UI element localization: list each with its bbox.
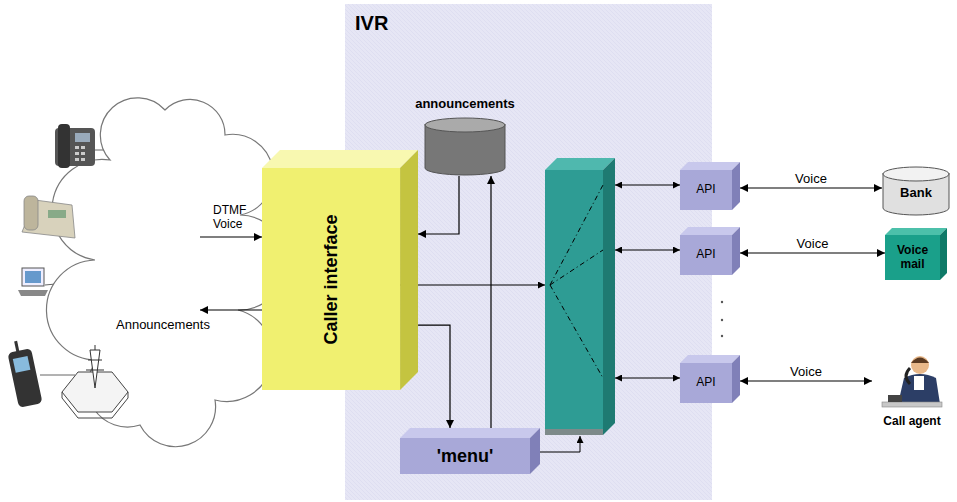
connector: [740, 187, 882, 188]
signal-label: DTMF Voice: [213, 203, 257, 232]
connector: [740, 380, 872, 381]
node-text: API: [696, 376, 715, 390]
node-text: announcements: [415, 96, 515, 111]
mobile-phone-icon: [7, 341, 42, 408]
connector: [490, 176, 491, 428]
announcement-store: announcements: [403, 96, 527, 176]
api-box: API: [680, 162, 740, 210]
bank-store: Bank: [882, 166, 950, 216]
voice-mail-box: Voice mail: [885, 228, 947, 280]
connector: [418, 176, 459, 234]
connector: [418, 325, 450, 428]
switch-bar: [545, 158, 615, 435]
base-station-icon: [62, 345, 128, 418]
cylinder-shape: [424, 117, 506, 176]
node-text: Voice mail: [893, 244, 933, 272]
connector: [740, 252, 885, 253]
node-text: 'menu': [437, 446, 494, 467]
node-text: API: [696, 248, 715, 262]
access-arrows: [200, 237, 262, 310]
api-box: API: [680, 227, 740, 275]
flow-label: Announcements: [116, 317, 210, 332]
edge-label: Voice: [795, 171, 827, 186]
edge-label: Voice: [790, 364, 822, 379]
edge-label: Voice: [797, 236, 829, 251]
caller-interface-box: Caller interface: [262, 150, 418, 390]
node-text: Bank: [900, 186, 932, 201]
network-cloud: [46, 98, 286, 447]
continuation-dots: [721, 301, 723, 337]
node-text: Caller interface: [321, 214, 342, 344]
switch-links: [380, 185, 680, 452]
ivr-region: IVRannouncementsCaller interface'menu': [345, 4, 712, 500]
computer-icon: [18, 268, 48, 296]
menu-box: 'menu': [400, 428, 540, 474]
call-agent: Call agent: [872, 352, 952, 430]
office-phone-icon: [22, 196, 75, 238]
desk-phone-icon: [55, 124, 95, 168]
node-text: API: [696, 183, 715, 197]
node-text: IVR: [355, 12, 388, 35]
api-box: API: [680, 355, 740, 403]
node-text: Call agent: [883, 414, 940, 428]
cylinder-holder: [424, 117, 506, 176]
